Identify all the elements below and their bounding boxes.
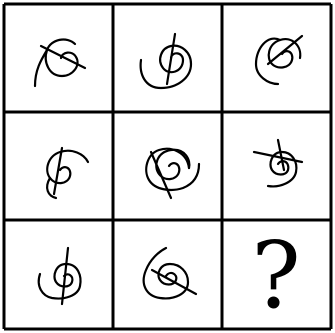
cell-4-spiral-icon bbox=[47, 148, 88, 198]
cell-9-question-mark: ? bbox=[251, 222, 300, 329]
cell-3-spiral-icon bbox=[256, 36, 302, 84]
cell-7-spiral-icon bbox=[39, 248, 81, 304]
cell-1-spiral-icon bbox=[35, 39, 85, 86]
question-mark-text: ? bbox=[251, 222, 300, 329]
cell-8-spiral-icon bbox=[144, 248, 196, 298]
cell-6-spiral-icon bbox=[254, 140, 302, 186]
cell-5-spiral-icon bbox=[146, 149, 199, 198]
cell-2-spiral-icon bbox=[141, 34, 191, 88]
